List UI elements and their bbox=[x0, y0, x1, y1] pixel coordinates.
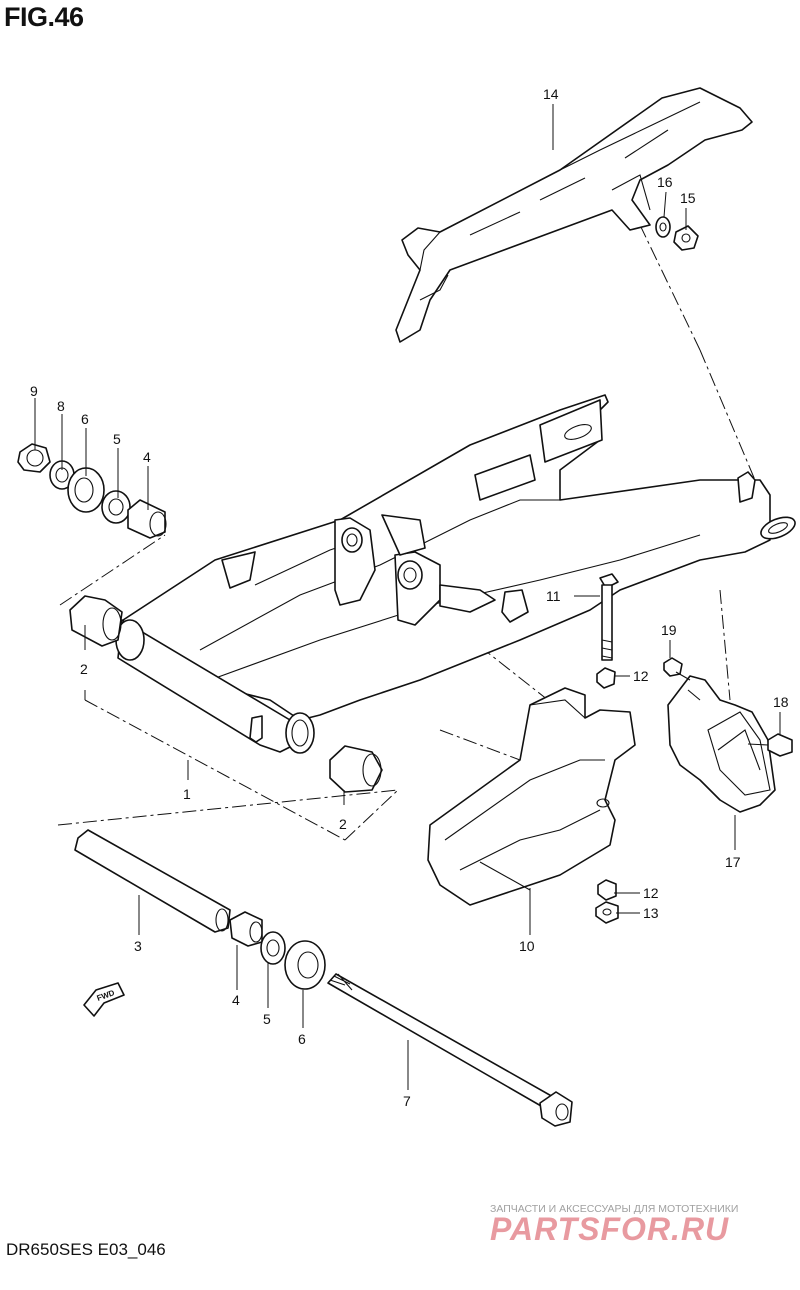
callout-12-upper: 12 bbox=[633, 668, 649, 684]
bearing-stack-upper bbox=[17, 443, 167, 539]
washer-part-13 bbox=[595, 901, 619, 924]
seal-part-5 bbox=[101, 490, 131, 524]
chain-guide-part-10 bbox=[427, 687, 636, 906]
callout-9: 9 bbox=[30, 383, 38, 399]
callout-3: 3 bbox=[134, 938, 142, 954]
callout-11: 11 bbox=[546, 588, 561, 604]
callout-2-upper: 2 bbox=[80, 661, 88, 677]
sleeve-part-3 bbox=[74, 829, 231, 933]
spacer-part-4-lower bbox=[229, 911, 263, 947]
bolt-part-18 bbox=[747, 733, 793, 757]
callout-6-lower: 6 bbox=[298, 1031, 306, 1047]
pivot-bolt-part-7 bbox=[327, 973, 573, 1127]
callout-7: 7 bbox=[403, 1093, 411, 1109]
nut-part-12-lower bbox=[597, 879, 617, 901]
callout-5-lower: 5 bbox=[263, 1011, 271, 1027]
nut-part-12-upper bbox=[596, 667, 616, 689]
callout-19: 19 bbox=[661, 622, 677, 638]
bush-part-2-upper bbox=[69, 595, 123, 647]
guard-part-17 bbox=[667, 675, 776, 813]
figure-code: DR650SES E03_046 bbox=[6, 1240, 166, 1259]
bolt-part-15 bbox=[673, 225, 699, 251]
bolt-part-11 bbox=[599, 573, 619, 661]
bush-part-2-lower bbox=[329, 745, 383, 793]
chain-cover-part-14 bbox=[395, 87, 753, 343]
callout-17: 17 bbox=[725, 854, 741, 870]
callout-2-lower: 2 bbox=[339, 816, 347, 832]
callout-1: 1 bbox=[183, 786, 191, 802]
spacer-part-4 bbox=[127, 499, 167, 539]
seal-part-5-lower bbox=[260, 931, 286, 965]
bearing-stack-lower bbox=[74, 829, 326, 990]
fwd-direction-marker: FWD bbox=[83, 982, 125, 1017]
callout-18: 18 bbox=[773, 694, 789, 710]
washer-part-16 bbox=[655, 216, 671, 238]
watermark-subtitle: ЗАПЧАСТИ И АКСЕССУАРЫ ДЛЯ МОТОТЕХНИКИ bbox=[490, 1203, 738, 1215]
callout-4: 4 bbox=[143, 449, 151, 465]
callout-5: 5 bbox=[113, 431, 121, 447]
bearing-part-6-lower bbox=[284, 940, 326, 990]
callout-12-lower: 12 bbox=[643, 885, 659, 901]
callout-16: 16 bbox=[657, 174, 673, 190]
swingarm-part-1 bbox=[115, 394, 796, 754]
callout-13: 13 bbox=[643, 905, 659, 921]
watermark-brand: PARTSFOR.RU bbox=[490, 1211, 729, 1247]
callout-14: 14 bbox=[543, 86, 559, 102]
callout-labels: 9 8 6 5 4 2 1 2 3 4 5 6 7 10 11 12 12 13… bbox=[30, 86, 789, 1109]
callout-8: 8 bbox=[57, 398, 65, 414]
assembly-lines bbox=[57, 224, 756, 841]
bolt-part-19 bbox=[663, 657, 691, 681]
callout-4-lower: 4 bbox=[232, 992, 240, 1008]
callout-15: 15 bbox=[680, 190, 696, 206]
figure-title: FIG.46 bbox=[4, 2, 84, 32]
callout-6: 6 bbox=[81, 411, 89, 427]
leader-lines bbox=[34, 104, 781, 1090]
callout-10: 10 bbox=[519, 938, 535, 954]
nut-part-9 bbox=[17, 443, 51, 473]
watermark: ЗАПЧАСТИ И АКСЕССУАРЫ ДЛЯ МОТОТЕХНИКИ PA… bbox=[490, 1203, 738, 1247]
